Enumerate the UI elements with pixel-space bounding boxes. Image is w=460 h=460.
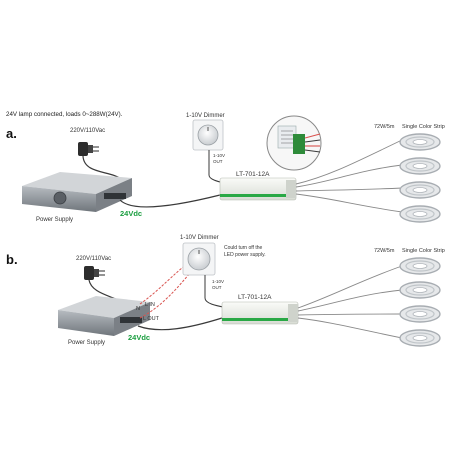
terminal-zoom-icon [266,115,322,171]
dimmer-title-b: 1-10V Dimmer [180,235,219,241]
output-voltage-b: 24Vdc [128,333,150,342]
dimmer-title-a: 1-10V Dimmer [186,113,225,119]
dimmer-knob-icon [197,124,219,146]
power-supply-a [22,172,132,212]
controller-model-b: LT-701-12A [238,294,272,301]
dimmer-port-2-b: OUT [212,285,222,290]
strip-power-b: 72W/5m [374,248,395,254]
dc-cable-b [137,317,223,331]
dimmer-note-2-b: LED power supply. [224,252,266,258]
mains-label-a: 220V/110Vac [70,128,105,134]
dimmer-knob-icon [187,247,211,271]
strip-type-b: Single Color Strip [402,248,445,254]
plug-icon [78,142,99,156]
power-supply-label-a: Power Supply [36,217,73,223]
dimmer-b [182,242,216,276]
mains-to-dimmer-wires-b [139,261,197,319]
terminal-n-b: N [136,306,140,312]
dc-cable-a [119,194,221,208]
dimmer-a [192,119,224,151]
power-supply-label-b: Power Supply [68,340,105,346]
header-note: 24V lamp connected, loads 0~288W(24V). [6,111,123,118]
dimmer-port-1-b: 1-10V [212,279,224,284]
led-strip-reel-icon [399,133,441,223]
mains-label-b: 220V/110Vac [76,256,111,262]
section-a-label: a. [6,126,17,141]
strip-reel-b-1 [399,257,441,275]
strip-wires-a [295,139,403,213]
power-supply-b [58,296,150,336]
strip-reel-a-4 [399,205,441,223]
terminal-l-out-b: L OUT [143,316,160,322]
strip-wires-b [297,265,403,339]
output-voltage-a: 24Vdc [120,209,142,218]
plug-icon [84,266,105,280]
strip-reel-b-2 [399,281,441,299]
strip-power-a: 72W/5m [374,124,395,130]
controller-a [219,177,297,201]
dimmer-port-2-a: OUT [213,159,223,164]
controller-b [221,301,299,325]
strip-reel-a-1 [399,133,441,151]
led-strip-reel-icon [399,257,441,347]
strip-reel-b-4 [399,329,441,347]
section-a: a. 220V/110Vac Power Supply 24Vdc 1-10V … [6,113,445,223]
strip-reel-a-2 [399,157,441,175]
section-b: b. 220V/110Vac Power Supply 24Vdc N L IN… [6,235,445,347]
dimmer-note-1-b: Could turn off the [224,245,262,251]
terminal-l-in-b: L IN [145,302,155,308]
section-b-label: b. [6,252,18,267]
controller-model-a: LT-701-12A [236,171,270,178]
strip-type-a: Single Color Strip [402,124,445,130]
strip-reel-b-3 [399,305,441,323]
dimmer-port-1-a: 1-10V [213,153,225,158]
strip-reel-a-3 [399,181,441,199]
